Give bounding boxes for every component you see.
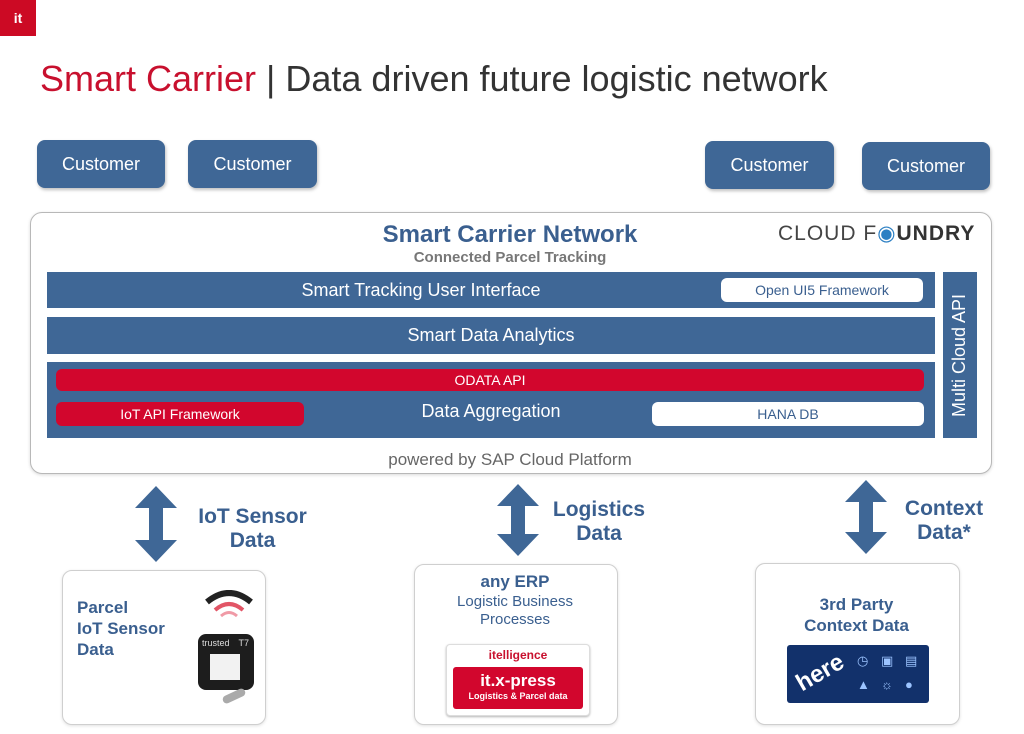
parcel-iot-card-title: Parcel IoT Sensor Data	[77, 597, 165, 660]
car-icon: ▣	[881, 653, 894, 668]
itxpress-tagline: Logistics & Parcel data	[468, 691, 568, 701]
logo-text: it	[13, 10, 23, 26]
cloud-logo-right: UNDRY	[896, 222, 976, 245]
card-line: Context Data	[804, 616, 909, 635]
flow-label-line: Data*	[917, 521, 971, 544]
erp-card-title: any ERP	[480, 572, 550, 591]
up-down-arrow-icon	[497, 484, 539, 556]
flow-label-line: Context	[904, 497, 984, 520]
here-context-logo: here ◷ ▣ ▤ ▲ ☼ ●	[787, 645, 929, 703]
customer-box-1: Customer	[37, 140, 165, 188]
multi-cloud-label: Multi Cloud API	[949, 293, 970, 417]
flow-label-line: Logistics	[552, 498, 646, 521]
network-subtitle: Connected Parcel Tracking	[413, 249, 607, 266]
clock-icon: ◷	[857, 653, 869, 668]
device-model: T7	[238, 638, 249, 648]
device-brand: trusted	[202, 638, 230, 648]
customer-box-3: Customer	[705, 141, 834, 189]
logistics-data-label: Logistics Data	[545, 498, 653, 546]
flow-label-line: Data	[576, 522, 622, 545]
up-down-arrow-icon	[135, 486, 177, 562]
cloud-logo-left: CLOUD F	[778, 222, 878, 245]
customer-label: Customer	[886, 155, 966, 176]
powered-by-label: powered by SAP Cloud Platform	[388, 450, 632, 469]
context-data-label: Context Data*	[894, 497, 994, 545]
card-line: 3rd Party	[819, 595, 894, 614]
here-logo-text: here	[791, 648, 849, 697]
cloud-foundry-pin-icon: ◉	[877, 222, 897, 245]
itxpress-logo: itelligence it.x-press Logistics & Parce…	[446, 644, 590, 716]
sensor-device-icon: trusted T7	[198, 634, 254, 690]
up-down-arrow-icon	[845, 480, 887, 554]
card-line: Data	[77, 640, 114, 659]
card-line: Logistic Business	[457, 593, 573, 610]
customer-label: Customer	[730, 154, 809, 175]
iot-api-framework-badge: IoT API Framework	[56, 402, 304, 426]
iot-api-label: IoT API Framework	[120, 406, 240, 422]
card-line: Processes	[479, 611, 551, 628]
open-ui5-label: Open UI5 Framework	[755, 282, 889, 298]
cloud-foundry-logo: CLOUD F◉UNDRY	[778, 221, 975, 246]
customer-label: Customer	[213, 153, 292, 174]
traffic-icon: ▲	[857, 677, 870, 692]
customer-label: Customer	[61, 153, 141, 174]
location-pin-icon: ●	[905, 677, 913, 692]
iot-sensor-data-label: IoT Sensor Data	[180, 505, 325, 553]
odata-label: ODATA API	[454, 372, 526, 388]
flow-label-line: Data	[229, 529, 276, 552]
title-rest: | Data driven future logistic network	[256, 58, 828, 99]
hana-label: HANA DB	[757, 406, 819, 422]
page-title: Smart Carrier | Data driven future logis…	[40, 58, 828, 100]
bus-icon: ▤	[905, 653, 918, 668]
open-ui5-badge: Open UI5 Framework	[721, 278, 923, 302]
customer-box-4: Customer	[862, 142, 990, 190]
odata-api-bar: ODATA API	[56, 369, 924, 391]
itelligence-brand: itelligence	[488, 648, 548, 662]
title-accent: Smart Carrier	[40, 58, 257, 99]
weather-icon: ☼	[881, 677, 893, 692]
data-analytics-bar: Smart Data Analytics	[47, 317, 935, 354]
tracking-ui-label: Smart Tracking User Interface	[301, 279, 541, 300]
itxpress-badge: it.x-press Logistics & Parcel data	[453, 667, 583, 709]
analytics-label: Smart Data Analytics	[407, 325, 575, 345]
flow-label-line: IoT Sensor	[198, 505, 307, 528]
qr-code-icon	[210, 654, 240, 680]
third-party-card-title: 3rd Party Context Data	[755, 594, 958, 636]
company-logo: it	[0, 0, 36, 36]
network-title: Smart Carrier Network	[382, 221, 638, 248]
multi-cloud-api-bar: Multi Cloud API	[943, 272, 977, 438]
hana-db-badge: HANA DB	[652, 402, 924, 426]
customer-box-2: Customer	[188, 140, 317, 188]
erp-card-text: Logistic Business Processes	[414, 593, 616, 629]
card-line: IoT Sensor	[77, 619, 165, 638]
data-aggregation-label: Data Aggregation	[421, 401, 561, 421]
wifi-signal-icon	[205, 590, 253, 618]
itxpress-product: it.x-press	[480, 671, 556, 690]
card-line: Parcel	[77, 598, 129, 617]
